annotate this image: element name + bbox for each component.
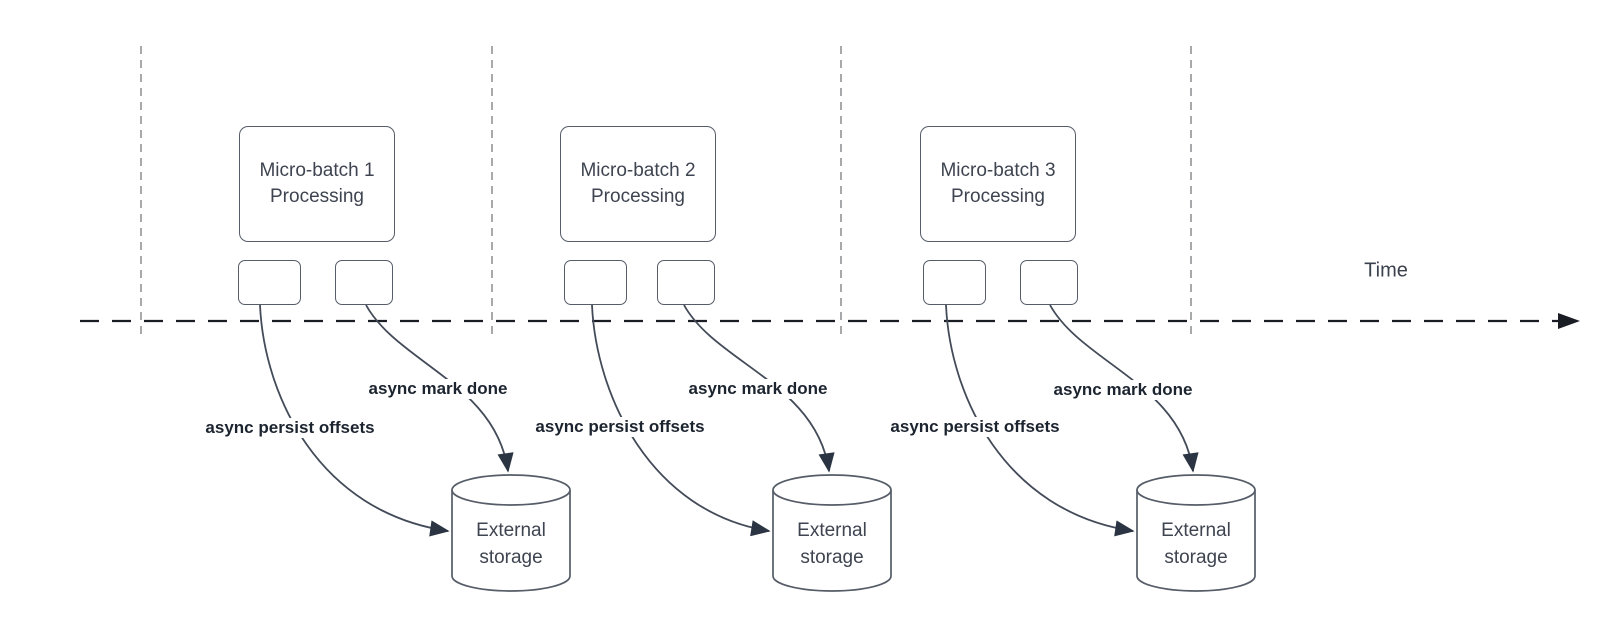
persist-offsets-arrow-2 (591, 304, 771, 537)
persist-task-box-2 (564, 260, 627, 305)
micro-batch-1-title-line2: Processing (270, 186, 364, 207)
persist-offsets-label-1: async persist offsets (202, 418, 378, 438)
persist-offsets-arrow-1 (259, 304, 450, 537)
persist-offsets-arrow-3 (945, 304, 1135, 537)
mark-done-task-box-2 (657, 260, 715, 305)
micro-batch-2-processing-box: Micro-batch 2 Processing (560, 126, 716, 242)
mark-done-arrow-1 (365, 304, 514, 473)
persist-task-box-3 (923, 260, 986, 305)
external-storage-label-2: External storage (797, 520, 867, 568)
external-storage-cylinder-1 (451, 474, 571, 592)
micro-batch-1-title-line1: Micro-batch 1 (259, 160, 375, 181)
micro-batch-2-title-line2: Processing (591, 186, 685, 207)
external-storage-cylinder-2 (772, 474, 892, 592)
micro-batch-2-title-line1: Micro-batch 2 (580, 160, 696, 181)
micro-batch-3-title-line2: Processing (951, 186, 1045, 207)
mark-done-task-box-1 (335, 260, 393, 305)
time-axis-arrowhead-icon (1558, 313, 1580, 329)
external-storage-cylinder-3 (1136, 474, 1256, 592)
persist-offsets-label-2: async persist offsets (532, 417, 708, 437)
mark-done-label-2: async mark done (685, 379, 831, 399)
mark-done-label-3: async mark done (1050, 380, 1196, 400)
mark-done-arrow-3 (1049, 304, 1199, 473)
micro-batch-1-processing-box: Micro-batch 1 Processing (239, 126, 395, 242)
persist-task-box-1 (238, 260, 301, 305)
mark-done-label-1: async mark done (365, 379, 511, 399)
persist-offsets-label-3: async persist offsets (887, 417, 1063, 437)
external-storage-label-3: External storage (1161, 520, 1231, 568)
mark-done-arrow-2 (683, 304, 835, 473)
micro-batch-3-processing-box: Micro-batch 3 Processing (920, 126, 1076, 242)
time-axis-label: Time (1364, 259, 1408, 282)
micro-batch-3-title-line1: Micro-batch 3 (940, 160, 1056, 181)
external-storage-label-1: External storage (476, 520, 546, 568)
mark-done-task-box-3 (1020, 260, 1078, 305)
